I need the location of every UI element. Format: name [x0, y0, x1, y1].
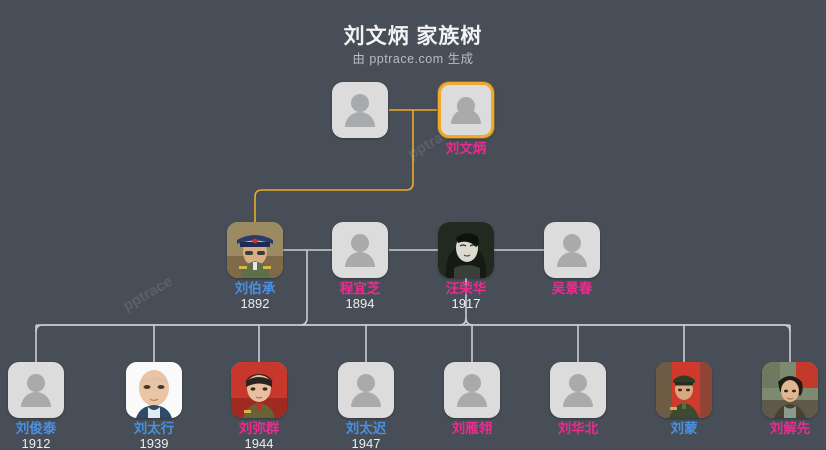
placeholder-person-icon — [351, 94, 369, 112]
placeholder-person-icon — [457, 392, 487, 407]
placeholder-person-icon — [463, 374, 481, 392]
person-name[interactable]: 刘雁翎 — [451, 421, 493, 436]
person-name[interactable]: 汪荣华 — [445, 281, 487, 296]
placeholder-person-icon — [27, 374, 45, 392]
avatar[interactable] — [544, 222, 600, 278]
placeholder-person-icon — [563, 392, 593, 407]
person-photo — [762, 362, 818, 418]
person-node[interactable]: 刘雁翎 — [444, 362, 500, 436]
person-birth-year: 1894 — [345, 296, 375, 311]
placeholder-person-icon — [345, 252, 375, 267]
person-name[interactable]: 刘弥群 — [238, 421, 280, 436]
avatar[interactable] — [8, 362, 64, 418]
person-node[interactable]: 刘解先 — [762, 362, 818, 436]
avatar[interactable] — [338, 362, 394, 418]
placeholder-person-icon — [21, 392, 51, 407]
person-name[interactable]: 刘伯承 — [234, 281, 276, 296]
person-photo — [231, 362, 287, 418]
placeholder-person-icon — [351, 234, 369, 252]
person-birth-year: 1939 — [139, 436, 169, 450]
person-birth-year: 1944 — [244, 436, 274, 450]
person-node[interactable]: 刘文炳 — [438, 82, 494, 156]
placeholder-person-icon — [345, 112, 375, 127]
avatar-selected[interactable] — [438, 82, 494, 138]
person-name[interactable]: 刘太行 — [133, 421, 175, 436]
placeholder-person-icon — [351, 392, 381, 407]
avatar[interactable] — [227, 222, 283, 278]
avatar[interactable] — [550, 362, 606, 418]
person-birth-year: 1947 — [351, 436, 381, 450]
placeholder-person-icon — [569, 374, 587, 392]
avatar[interactable] — [231, 362, 287, 418]
placeholder-person-icon — [563, 234, 581, 252]
person-name[interactable]: 吴景春 — [551, 281, 593, 296]
person-birth-year: 1912 — [21, 436, 51, 450]
person-node[interactable]: 刘蒙 — [656, 362, 712, 436]
placeholder-person-icon — [357, 374, 375, 392]
person-node[interactable]: 刘华北 — [550, 362, 606, 436]
person-node[interactable] — [332, 82, 388, 138]
avatar[interactable] — [126, 362, 182, 418]
person-name[interactable]: 刘俊泰 — [15, 421, 57, 436]
avatar[interactable] — [332, 222, 388, 278]
avatar[interactable] — [444, 362, 500, 418]
person-photo — [656, 362, 712, 418]
avatar[interactable] — [656, 362, 712, 418]
person-name[interactable]: 程宜芝 — [339, 281, 381, 296]
person-name[interactable]: 刘华北 — [557, 421, 599, 436]
person-photo — [126, 362, 182, 418]
avatar[interactable] — [762, 362, 818, 418]
person-photo — [438, 222, 494, 278]
placeholder-person-icon — [557, 252, 587, 267]
person-birth-year: 1917 — [451, 296, 481, 311]
placeholder-person-icon — [451, 109, 481, 124]
person-node[interactable]: 吴景春 — [544, 222, 600, 296]
page-subtitle: 由 pptrace.com 生成 — [352, 52, 474, 66]
person-name[interactable]: 刘蒙 — [670, 421, 698, 436]
person-name[interactable]: 刘文炳 — [445, 141, 487, 156]
person-photo — [227, 222, 283, 278]
avatar[interactable] — [332, 82, 388, 138]
page-title: 刘文炳 家族树 — [343, 25, 483, 48]
person-birth-year: 1892 — [240, 296, 270, 311]
person-name[interactable]: 刘太迟 — [345, 421, 387, 436]
avatar[interactable] — [438, 222, 494, 278]
person-name[interactable]: 刘解先 — [769, 421, 811, 436]
